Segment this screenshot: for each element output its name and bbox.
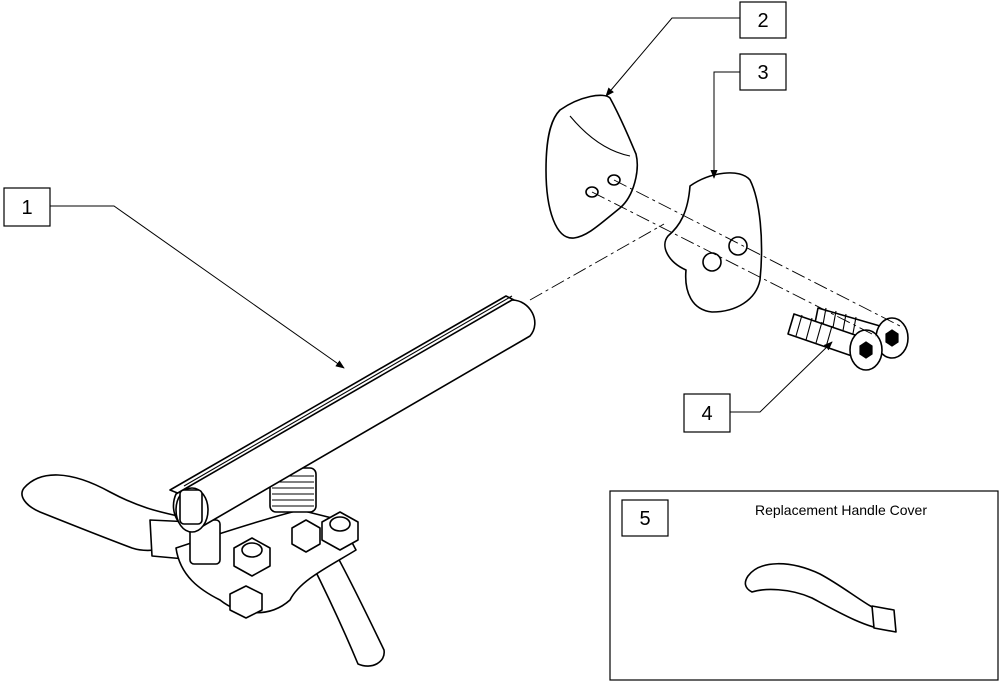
cap-screw — [787, 313, 883, 371]
hex-nut — [229, 585, 263, 619]
clamp-half-right — [664, 172, 763, 313]
callout-label: 5 — [639, 508, 650, 530]
callout-1: 1 — [3, 187, 51, 227]
leader-3 — [710, 71, 740, 179]
hex-nut — [321, 511, 359, 551]
handle-tube — [169, 295, 536, 533]
callout-4: 4 — [683, 393, 731, 433]
brake-lever-assembly — [21, 467, 385, 667]
callout-3: 3 — [739, 53, 787, 91]
replacement-cover-inset: 5 Replacement Handle Cover — [609, 490, 999, 681]
clamp-half-left — [545, 94, 638, 239]
leader-1 — [50, 205, 345, 369]
handle-cover-part — [744, 562, 897, 633]
callout-label: 1 — [21, 197, 32, 219]
leader-2 — [605, 17, 740, 97]
callout-label: 2 — [757, 10, 768, 32]
callout-label: 4 — [701, 403, 712, 425]
inset-title: Replacement Handle Cover — [755, 502, 927, 518]
alignment-lines — [529, 179, 901, 337]
hex-nut — [291, 519, 321, 553]
hex-nut — [233, 537, 271, 577]
callout-label: 3 — [757, 62, 768, 84]
callout-2: 2 — [739, 1, 787, 39]
leader-4 — [730, 341, 833, 413]
